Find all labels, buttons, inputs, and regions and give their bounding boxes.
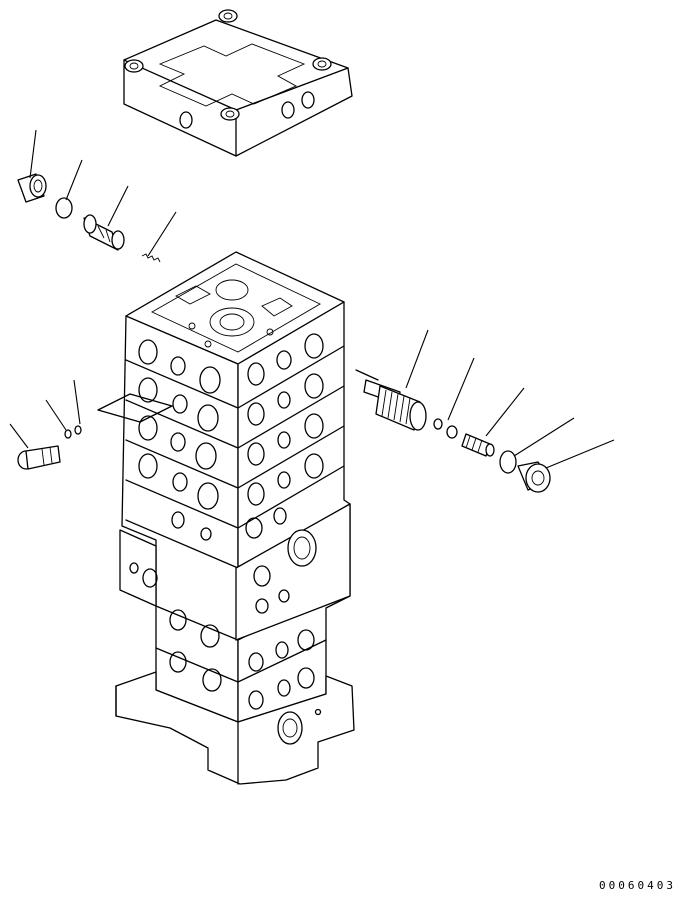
o-ring-right (433, 418, 458, 439)
base-mounting-plate (115, 671, 355, 785)
washer-left-lower (64, 425, 82, 439)
leader-lines (9, 129, 615, 469)
o-ring-upper-left (55, 197, 73, 219)
plug-right (517, 461, 551, 493)
drawing-code: 00060403 (599, 879, 676, 892)
spring-right (461, 433, 495, 457)
top-cover-plate (123, 9, 353, 157)
valve-poppet-upper-left (83, 214, 125, 251)
spool-right (355, 369, 427, 431)
plug-upper-left (17, 173, 47, 203)
control-valve-body (119, 251, 351, 723)
o-ring-right-large (499, 450, 517, 474)
gasket-plate (97, 393, 173, 423)
bolt-left-lower (17, 445, 61, 470)
spring-small-upper (141, 253, 161, 263)
